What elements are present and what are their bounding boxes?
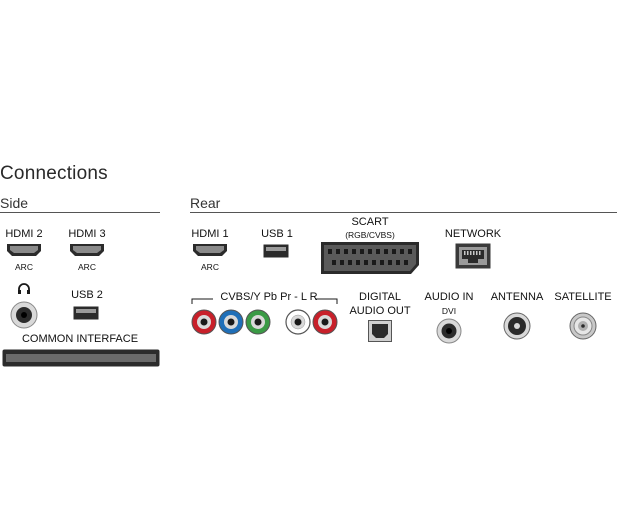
hdmi3-arc-label: ARC <box>78 262 96 272</box>
digital-audio-label-line1: DIGITAL <box>359 291 401 303</box>
hdmi1-label: HDMI 1 <box>191 228 229 240</box>
optical-audio-port-icon <box>368 320 392 342</box>
network-label: NETWORK <box>444 228 502 240</box>
component-label: CVBS/Y Pb Pr - L R <box>220 291 318 303</box>
hdmi2-arc-label: ARC <box>15 262 33 272</box>
rca-white-jack-icon <box>285 309 311 335</box>
common-interface-label: COMMON INTERFACE <box>21 333 139 345</box>
antenna-label: ANTENNA <box>490 291 544 303</box>
rca-red-jack-icon <box>191 309 217 335</box>
rear-divider <box>190 212 617 213</box>
hdmi1-arc-label: ARC <box>201 262 219 272</box>
antenna-connector-icon <box>503 312 531 340</box>
common-interface-slot-icon <box>2 349 160 367</box>
hdmi2-port-icon <box>7 244 41 256</box>
audio-in-jack-icon <box>436 318 462 344</box>
rca-audio-red-jack-icon <box>312 309 338 335</box>
satellite-connector-icon <box>569 312 597 340</box>
rca-green-jack-icon <box>245 309 271 335</box>
scart-port-icon <box>321 242 419 274</box>
headphone-jack-icon <box>10 301 38 329</box>
audio-in-dvi-label: DVI <box>441 306 457 316</box>
scart-label: SCART <box>351 216 389 228</box>
side-divider <box>0 212 160 213</box>
page-title: Connections <box>0 163 108 184</box>
usb1-port-icon <box>263 244 289 258</box>
hdmi3-port-icon <box>70 244 104 256</box>
audio-in-label: AUDIO IN <box>424 291 474 303</box>
network-port-icon <box>455 243 491 269</box>
usb1-label: USB 1 <box>261 228 293 240</box>
hdmi2-label: HDMI 2 <box>5 228 43 240</box>
rca-blue-jack-icon <box>218 309 244 335</box>
hdmi3-label: HDMI 3 <box>68 228 106 240</box>
scart-sub-label: (RGB/CVBS) <box>345 230 395 240</box>
rear-section-label: Rear <box>190 195 221 211</box>
hdmi1-port-icon <box>193 244 227 256</box>
component-bracket-icon <box>191 298 338 304</box>
side-section-label: Side <box>0 195 29 211</box>
satellite-label: SATELLITE <box>554 291 612 303</box>
usb2-port-icon <box>73 306 99 320</box>
usb2-label: USB 2 <box>71 289 103 301</box>
headphones-icon <box>18 283 30 294</box>
digital-audio-label-line2: AUDIO OUT <box>349 305 411 317</box>
